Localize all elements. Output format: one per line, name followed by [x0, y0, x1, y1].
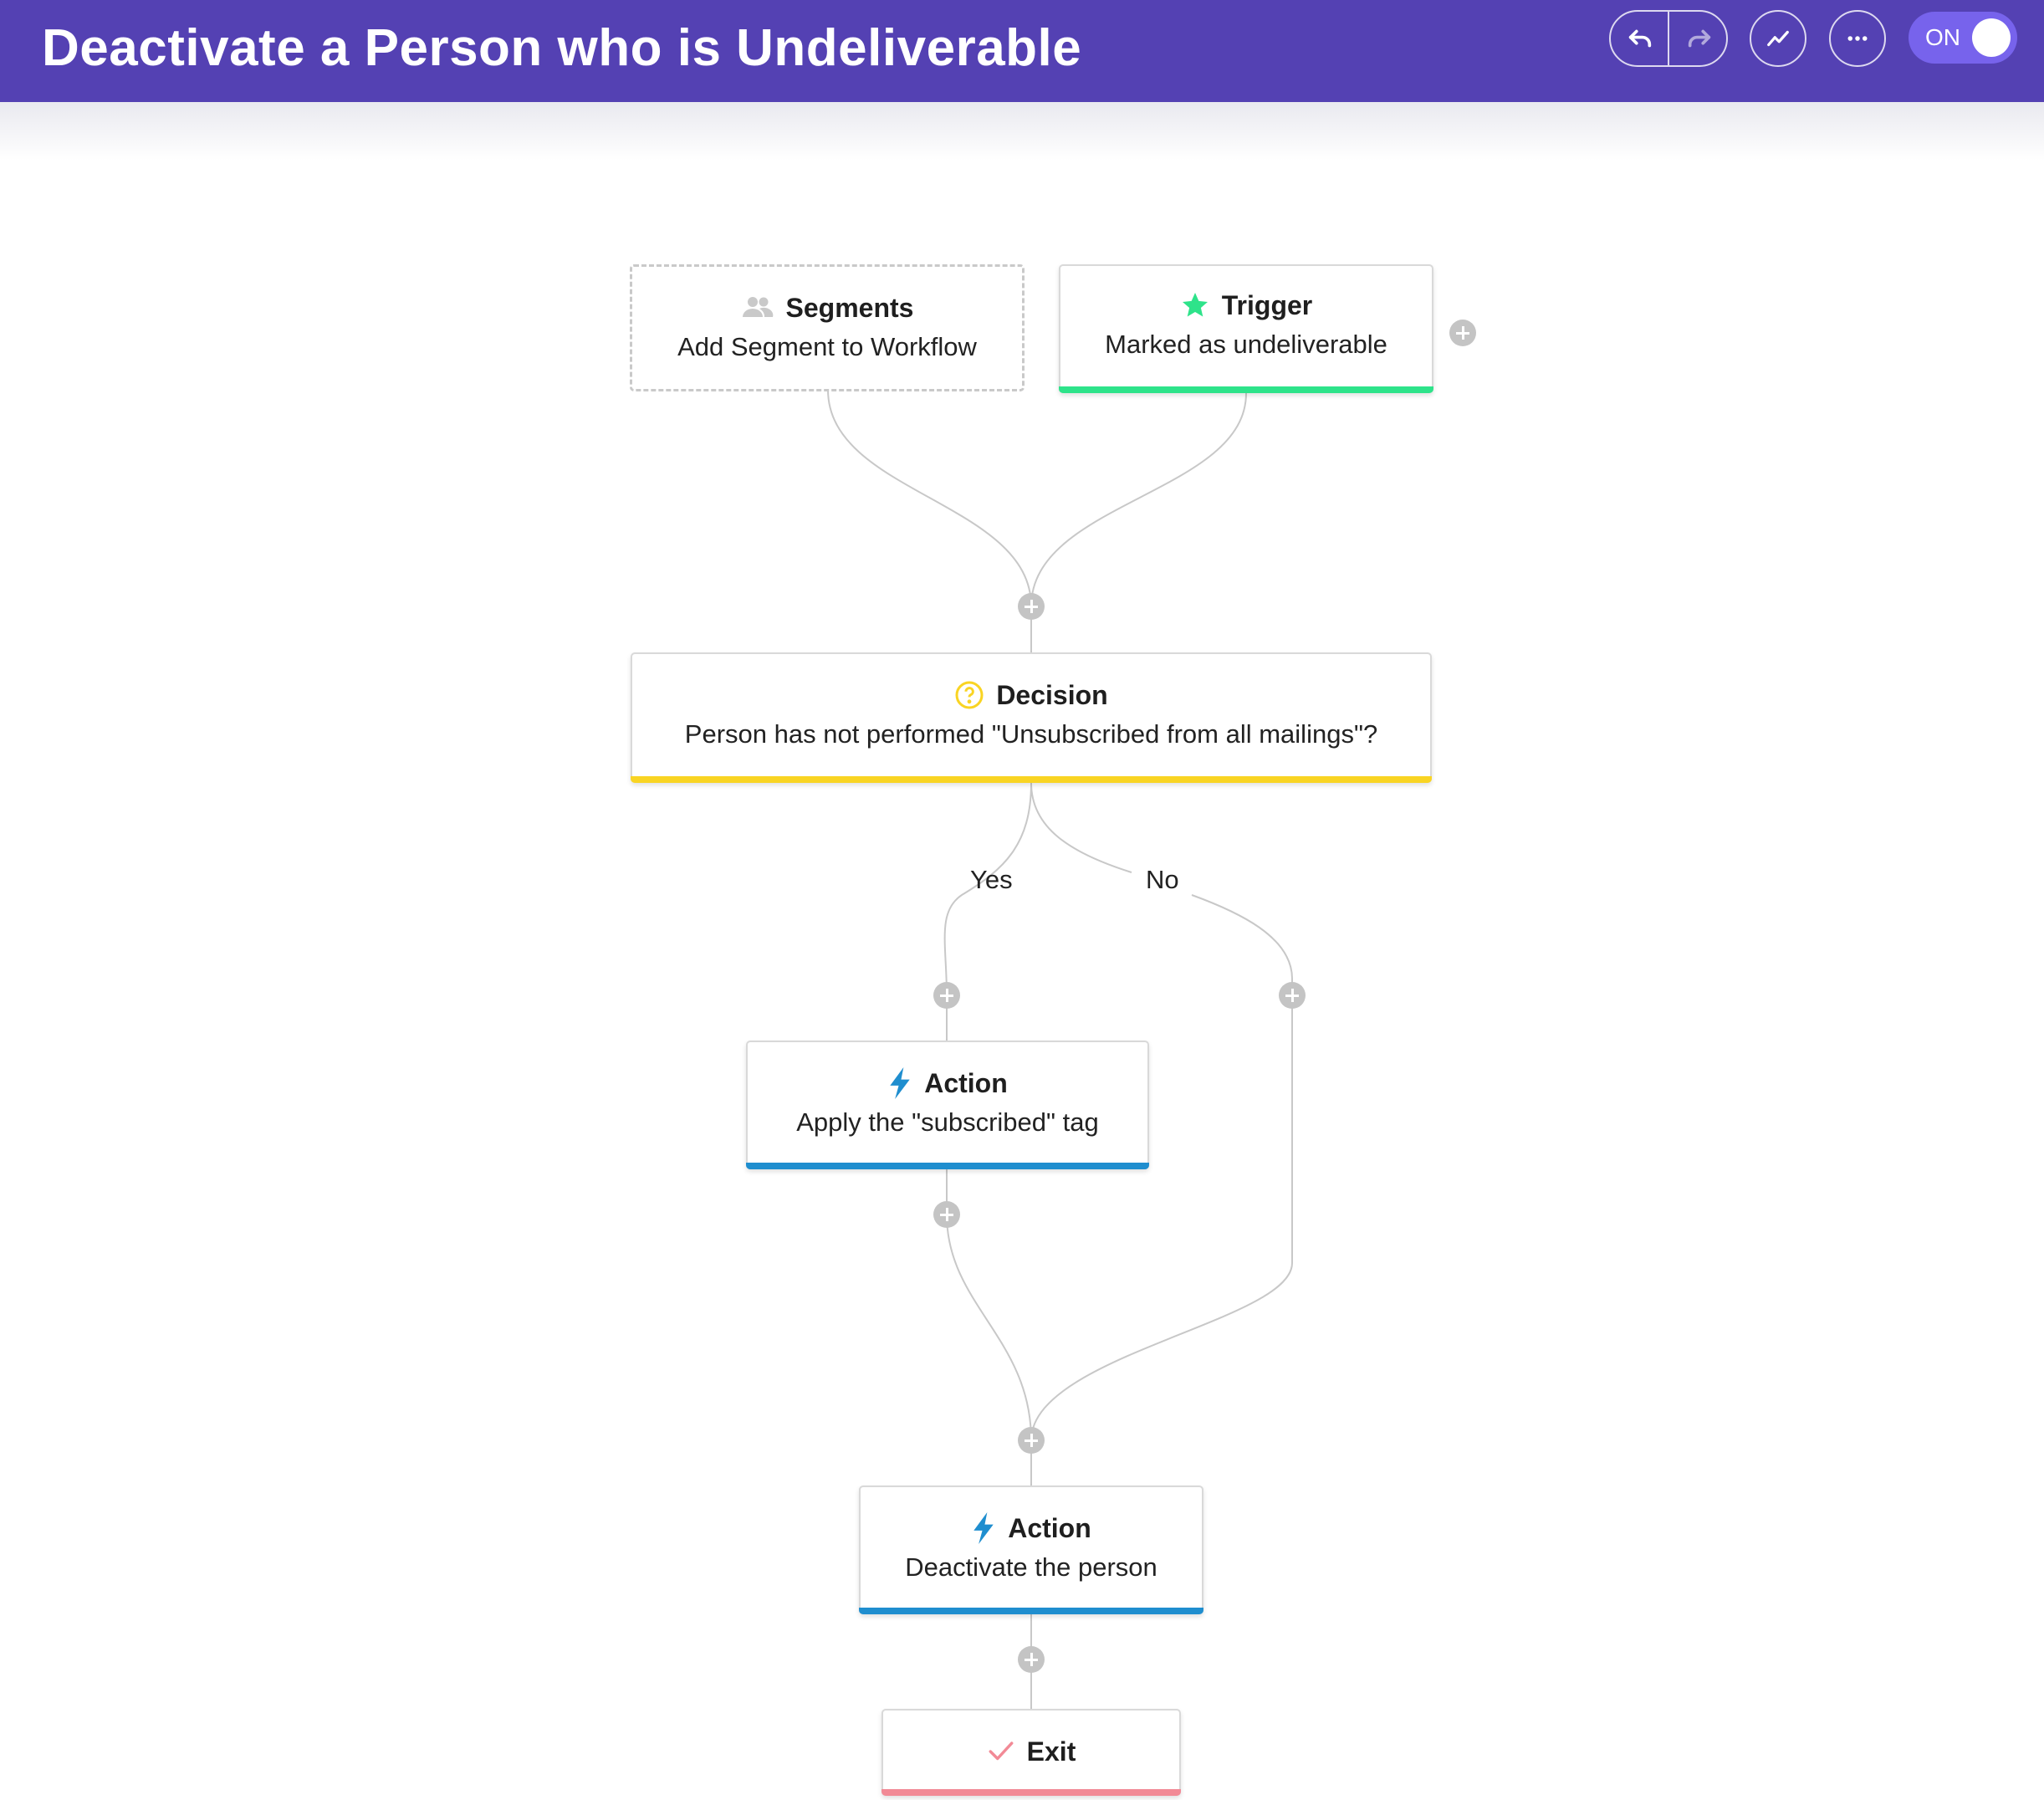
- exit-title: Exit: [1026, 1736, 1076, 1767]
- action2-subtitle: Deactivate the person: [905, 1552, 1157, 1582]
- undo-icon: [1628, 29, 1651, 48]
- redo-button[interactable]: [1670, 12, 1728, 65]
- action-node-apply-tag[interactable]: Action Apply the "subscribed" tag: [746, 1041, 1149, 1169]
- action-node-deactivate[interactable]: Action Deactivate the person: [859, 1486, 1203, 1614]
- star-icon: [1180, 290, 1210, 320]
- segments-title: Segments: [785, 292, 914, 323]
- add-step-button-before-final-action[interactable]: [1018, 1427, 1045, 1454]
- decision-subtitle: Person has not performed "Unsubscribed f…: [684, 719, 1378, 749]
- header-bar: Deactivate a Person who is Undeliverable…: [0, 0, 2044, 102]
- decision-node[interactable]: Decision Person has not performed "Unsub…: [631, 652, 1432, 783]
- toggle-label: ON: [1925, 24, 1960, 50]
- more-dots-icon: [1847, 36, 1868, 41]
- action1-subtitle: Apply the "subscribed" tag: [796, 1107, 1099, 1137]
- exit-node[interactable]: Exit: [881, 1709, 1181, 1796]
- toggle-knob: [1972, 18, 2011, 57]
- analytics-button[interactable]: [1750, 10, 1806, 67]
- more-options-button[interactable]: [1829, 10, 1886, 67]
- undo-redo-group: [1609, 10, 1728, 67]
- lightning-bolt-icon: [887, 1067, 912, 1099]
- add-step-button-no-branch[interactable]: [1279, 982, 1306, 1009]
- decision-title: Decision: [996, 679, 1108, 710]
- trigger-node[interactable]: Trigger Marked as undeliverable: [1059, 264, 1433, 393]
- decision-status-bar: [631, 776, 1432, 783]
- add-step-button-before-exit[interactable]: [1018, 1646, 1045, 1673]
- branch-no-label: No: [1146, 865, 1179, 894]
- segments-subtitle: Add Segment to Workflow: [677, 332, 977, 361]
- action1-title: Action: [924, 1067, 1008, 1098]
- trigger-status-bar: [1059, 386, 1433, 393]
- undo-button[interactable]: [1611, 12, 1668, 65]
- trend-chart-icon: [1767, 30, 1789, 47]
- trigger-subtitle: Marked as undeliverable: [1105, 330, 1387, 359]
- add-step-button-yes-branch[interactable]: [933, 982, 960, 1009]
- trigger-title: Trigger: [1221, 289, 1313, 320]
- exit-status-bar: [881, 1789, 1181, 1796]
- people-icon: [741, 295, 774, 320]
- workflow-on-toggle[interactable]: ON: [1909, 12, 2017, 64]
- checkmark-icon: [987, 1739, 1015, 1764]
- action2-title: Action: [1008, 1512, 1091, 1543]
- workflow-title: Deactivate a Person who is Undeliverable: [42, 19, 1082, 77]
- undo-divider: [1668, 12, 1669, 65]
- action2-status-bar: [859, 1608, 1203, 1614]
- add-step-button-after-action[interactable]: [933, 1201, 960, 1228]
- lightning-bolt-icon: [971, 1512, 996, 1544]
- add-step-button-trigger-side[interactable]: [1449, 320, 1476, 346]
- add-step-button-before-decision[interactable]: [1018, 593, 1045, 620]
- segments-node[interactable]: Segments Add Segment to Workflow: [630, 264, 1025, 391]
- header-shadow: [0, 102, 2044, 161]
- action1-status-bar: [746, 1163, 1149, 1169]
- redo-icon: [1688, 29, 1710, 48]
- question-circle-icon: [954, 680, 984, 710]
- branch-yes-label: Yes: [970, 865, 1013, 894]
